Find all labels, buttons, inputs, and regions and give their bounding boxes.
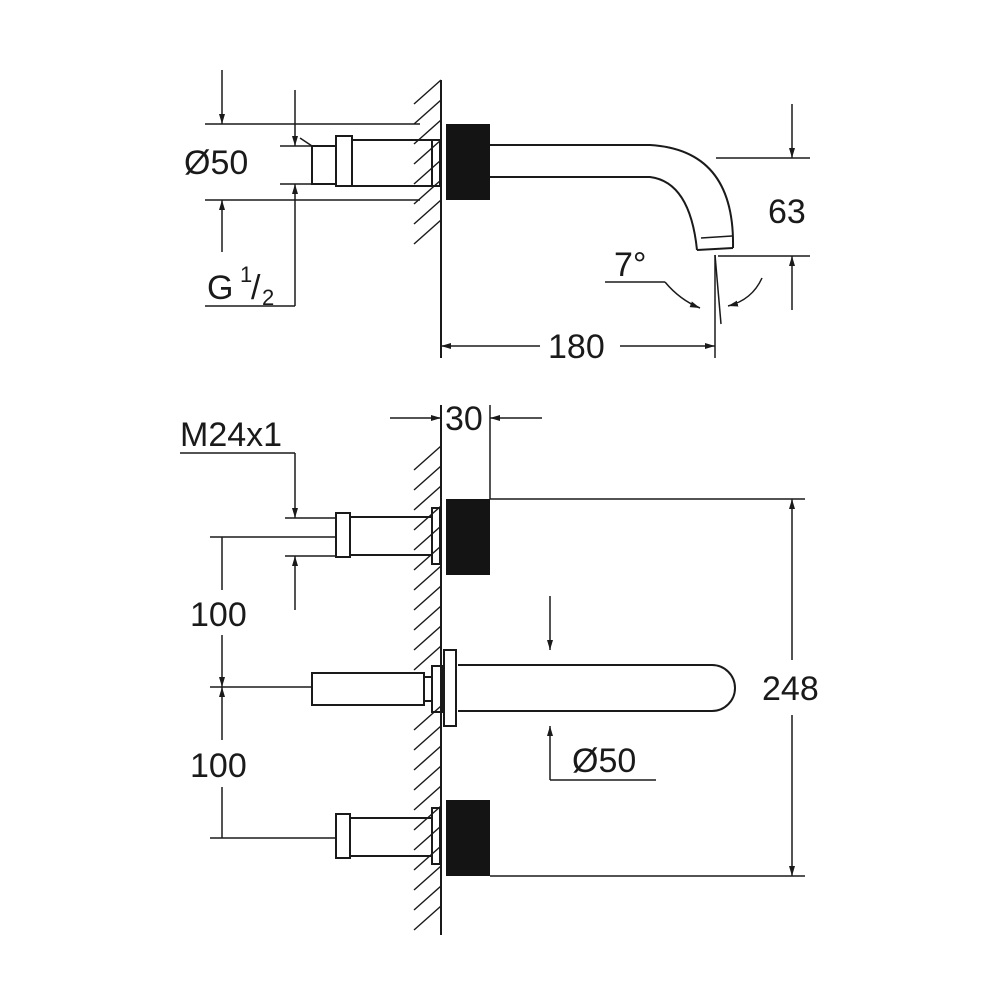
front-thread-label: M24x1	[180, 416, 282, 454]
top-thread-label-num: 1	[240, 262, 252, 287]
front-upper-rosette	[446, 499, 490, 575]
front-upper-valve	[335, 499, 490, 575]
top-spout	[490, 144, 735, 251]
top-angle-dimension: 7°	[605, 246, 763, 358]
front-spacing-dimension: 100 100	[190, 536, 336, 839]
top-wall	[413, 79, 442, 358]
top-height-dimension: 63	[716, 104, 810, 310]
top-projection-label: 180	[548, 328, 605, 366]
top-projection-dimension: 180	[441, 328, 715, 366]
top-rosette	[446, 124, 490, 200]
front-spout-diameter-dimension: Ø50	[547, 596, 656, 781]
front-spacing-lower-label: 100	[190, 747, 247, 785]
top-view: Ø50 G 1 / 2 63 7°	[184, 70, 810, 366]
front-lower-rosette	[446, 800, 490, 876]
top-thread-label-den: 2	[262, 285, 274, 310]
top-diameter-label: Ø50	[184, 144, 248, 182]
top-thread-label-main: G	[207, 269, 233, 307]
top-thread-dimension: G 1 / 2	[205, 70, 420, 310]
front-view: 30 M24x1 100 100 Ø50	[180, 400, 819, 935]
front-overall-height-dimension: 248	[490, 498, 819, 877]
front-depth-dimension: 30	[390, 400, 542, 499]
front-spout	[311, 649, 736, 727]
front-lower-valve	[335, 800, 490, 876]
front-overall-height-label: 248	[762, 670, 819, 708]
top-wall-hatching	[413, 79, 442, 245]
front-spacing-upper-label: 100	[190, 596, 247, 634]
front-wall-hatching	[413, 445, 442, 931]
top-angle-label: 7°	[614, 246, 647, 284]
top-thread-slash: /	[251, 269, 261, 307]
front-thread-dimension: M24x1	[180, 416, 336, 610]
top-height-label: 63	[768, 193, 806, 231]
front-spout-diameter-label: Ø50	[572, 742, 636, 780]
top-diameter-dimension: Ø50	[184, 90, 312, 306]
top-valve-body	[299, 135, 441, 187]
front-depth-label: 30	[445, 400, 483, 438]
